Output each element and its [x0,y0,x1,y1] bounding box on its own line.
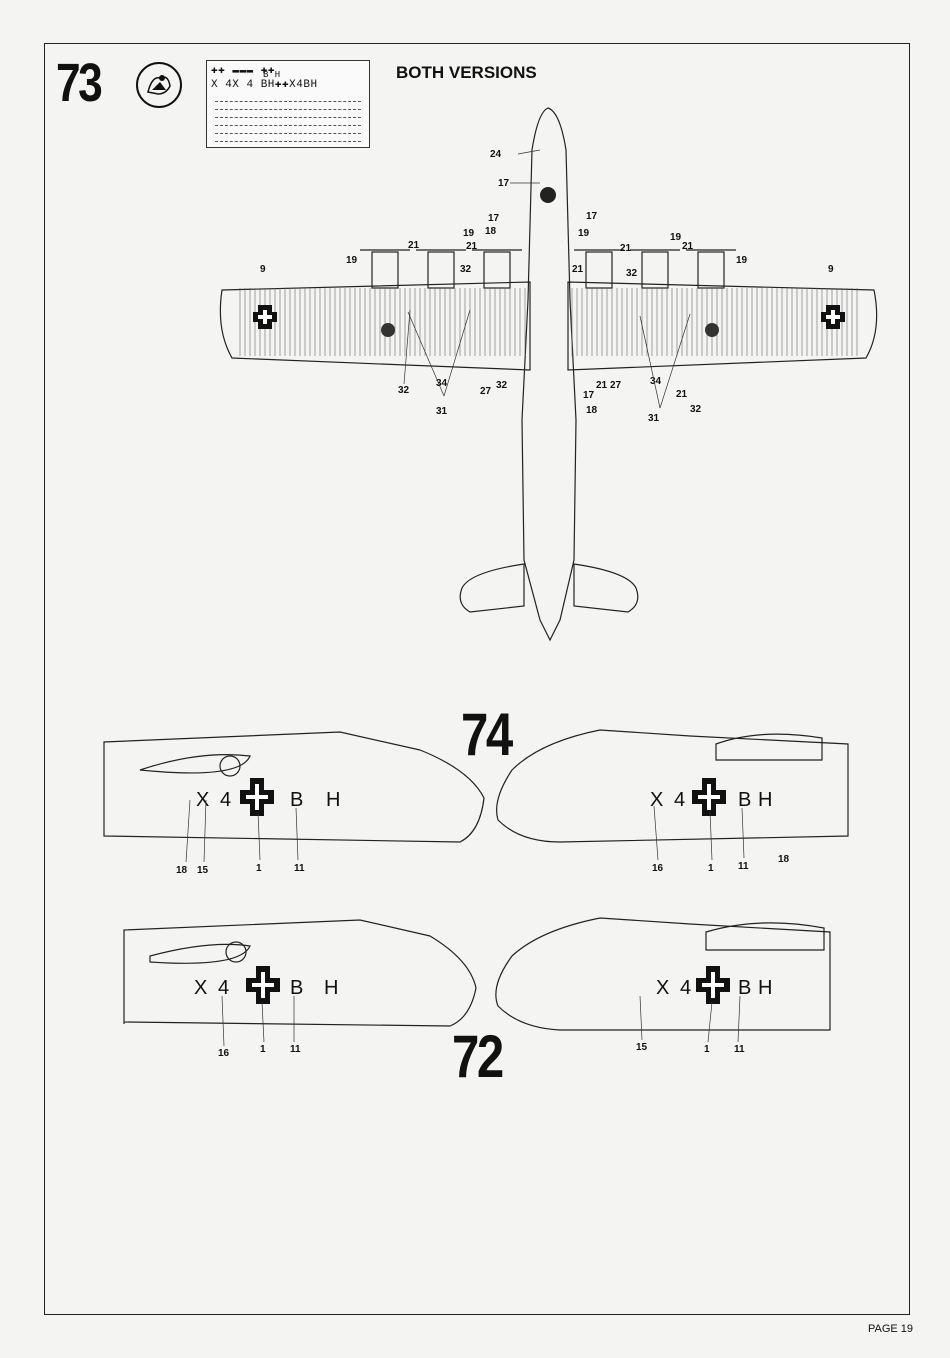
callout-32: 32 [690,404,702,415]
callout-19: 19 [346,255,358,266]
marking-4: 4 [674,789,685,811]
callout-9: 9 [260,264,266,275]
callout-19: 19 [670,232,682,243]
marking-B: B [290,977,303,999]
callout-21: 21 [682,241,694,252]
callout-27: 27 [480,386,492,397]
callout-16: 16 [652,863,664,874]
callout-1: 1 [704,1044,710,1055]
marking-B: B [738,789,751,811]
callout-17: 17 [488,213,500,224]
callout-31: 31 [648,413,660,424]
callout-21: 21 [620,243,632,254]
callout-21: 21 [596,380,608,391]
callout-1: 1 [256,863,262,874]
callout-1: 1 [708,863,714,874]
callout-21: 21 [676,389,688,400]
callout-27: 27 [610,380,622,391]
callout-16: 16 [218,1048,230,1059]
callout-34: 34 [650,376,662,387]
callout-1: 1 [260,1044,266,1055]
step-number-74: 74 [461,700,511,769]
marking-H: H [324,977,338,999]
callout-31: 31 [436,406,448,417]
marking-H: H [758,977,772,999]
callout-34: 34 [436,378,448,389]
marking-B: B [290,789,303,811]
callout-32: 32 [398,385,410,396]
marking-4: 4 [218,977,229,999]
step-number-72: 72 [452,1022,502,1091]
marking-4: 4 [680,977,691,999]
callout-21: 21 [572,264,584,275]
marking-X: X [650,789,663,811]
callout-9: 9 [828,264,834,275]
callout-11: 11 [294,863,305,874]
callout-32: 32 [460,264,472,275]
callout-17: 17 [586,211,598,222]
callout-17: 17 [583,390,595,401]
callout-24: 24 [490,149,502,160]
marking-X: X [656,977,669,999]
callout-19: 19 [736,255,748,266]
callout-18: 18 [778,854,790,865]
callout-19: 19 [578,228,590,239]
callout-15: 15 [636,1042,648,1053]
callout-17: 17 [498,178,510,189]
page-number: PAGE 19 [868,1323,913,1335]
marking-B: B [738,977,751,999]
callout-19: 19 [463,228,475,239]
callout-18: 18 [176,865,188,876]
callout-11: 11 [290,1044,301,1055]
marking-X: X [196,789,209,811]
callout-11: 11 [738,861,749,872]
callout-11: 11 [734,1044,745,1055]
marking-X: X [194,977,207,999]
marking-H: H [758,789,772,811]
callout-32: 32 [626,268,638,279]
callout-18: 18 [485,226,497,237]
marking-H: H [326,789,340,811]
callout-32: 32 [496,380,508,391]
callout-21: 21 [466,241,478,252]
callout-18: 18 [586,405,598,416]
callout-15: 15 [197,865,209,876]
callout-21: 21 [408,240,420,251]
marking-4: 4 [220,789,231,811]
